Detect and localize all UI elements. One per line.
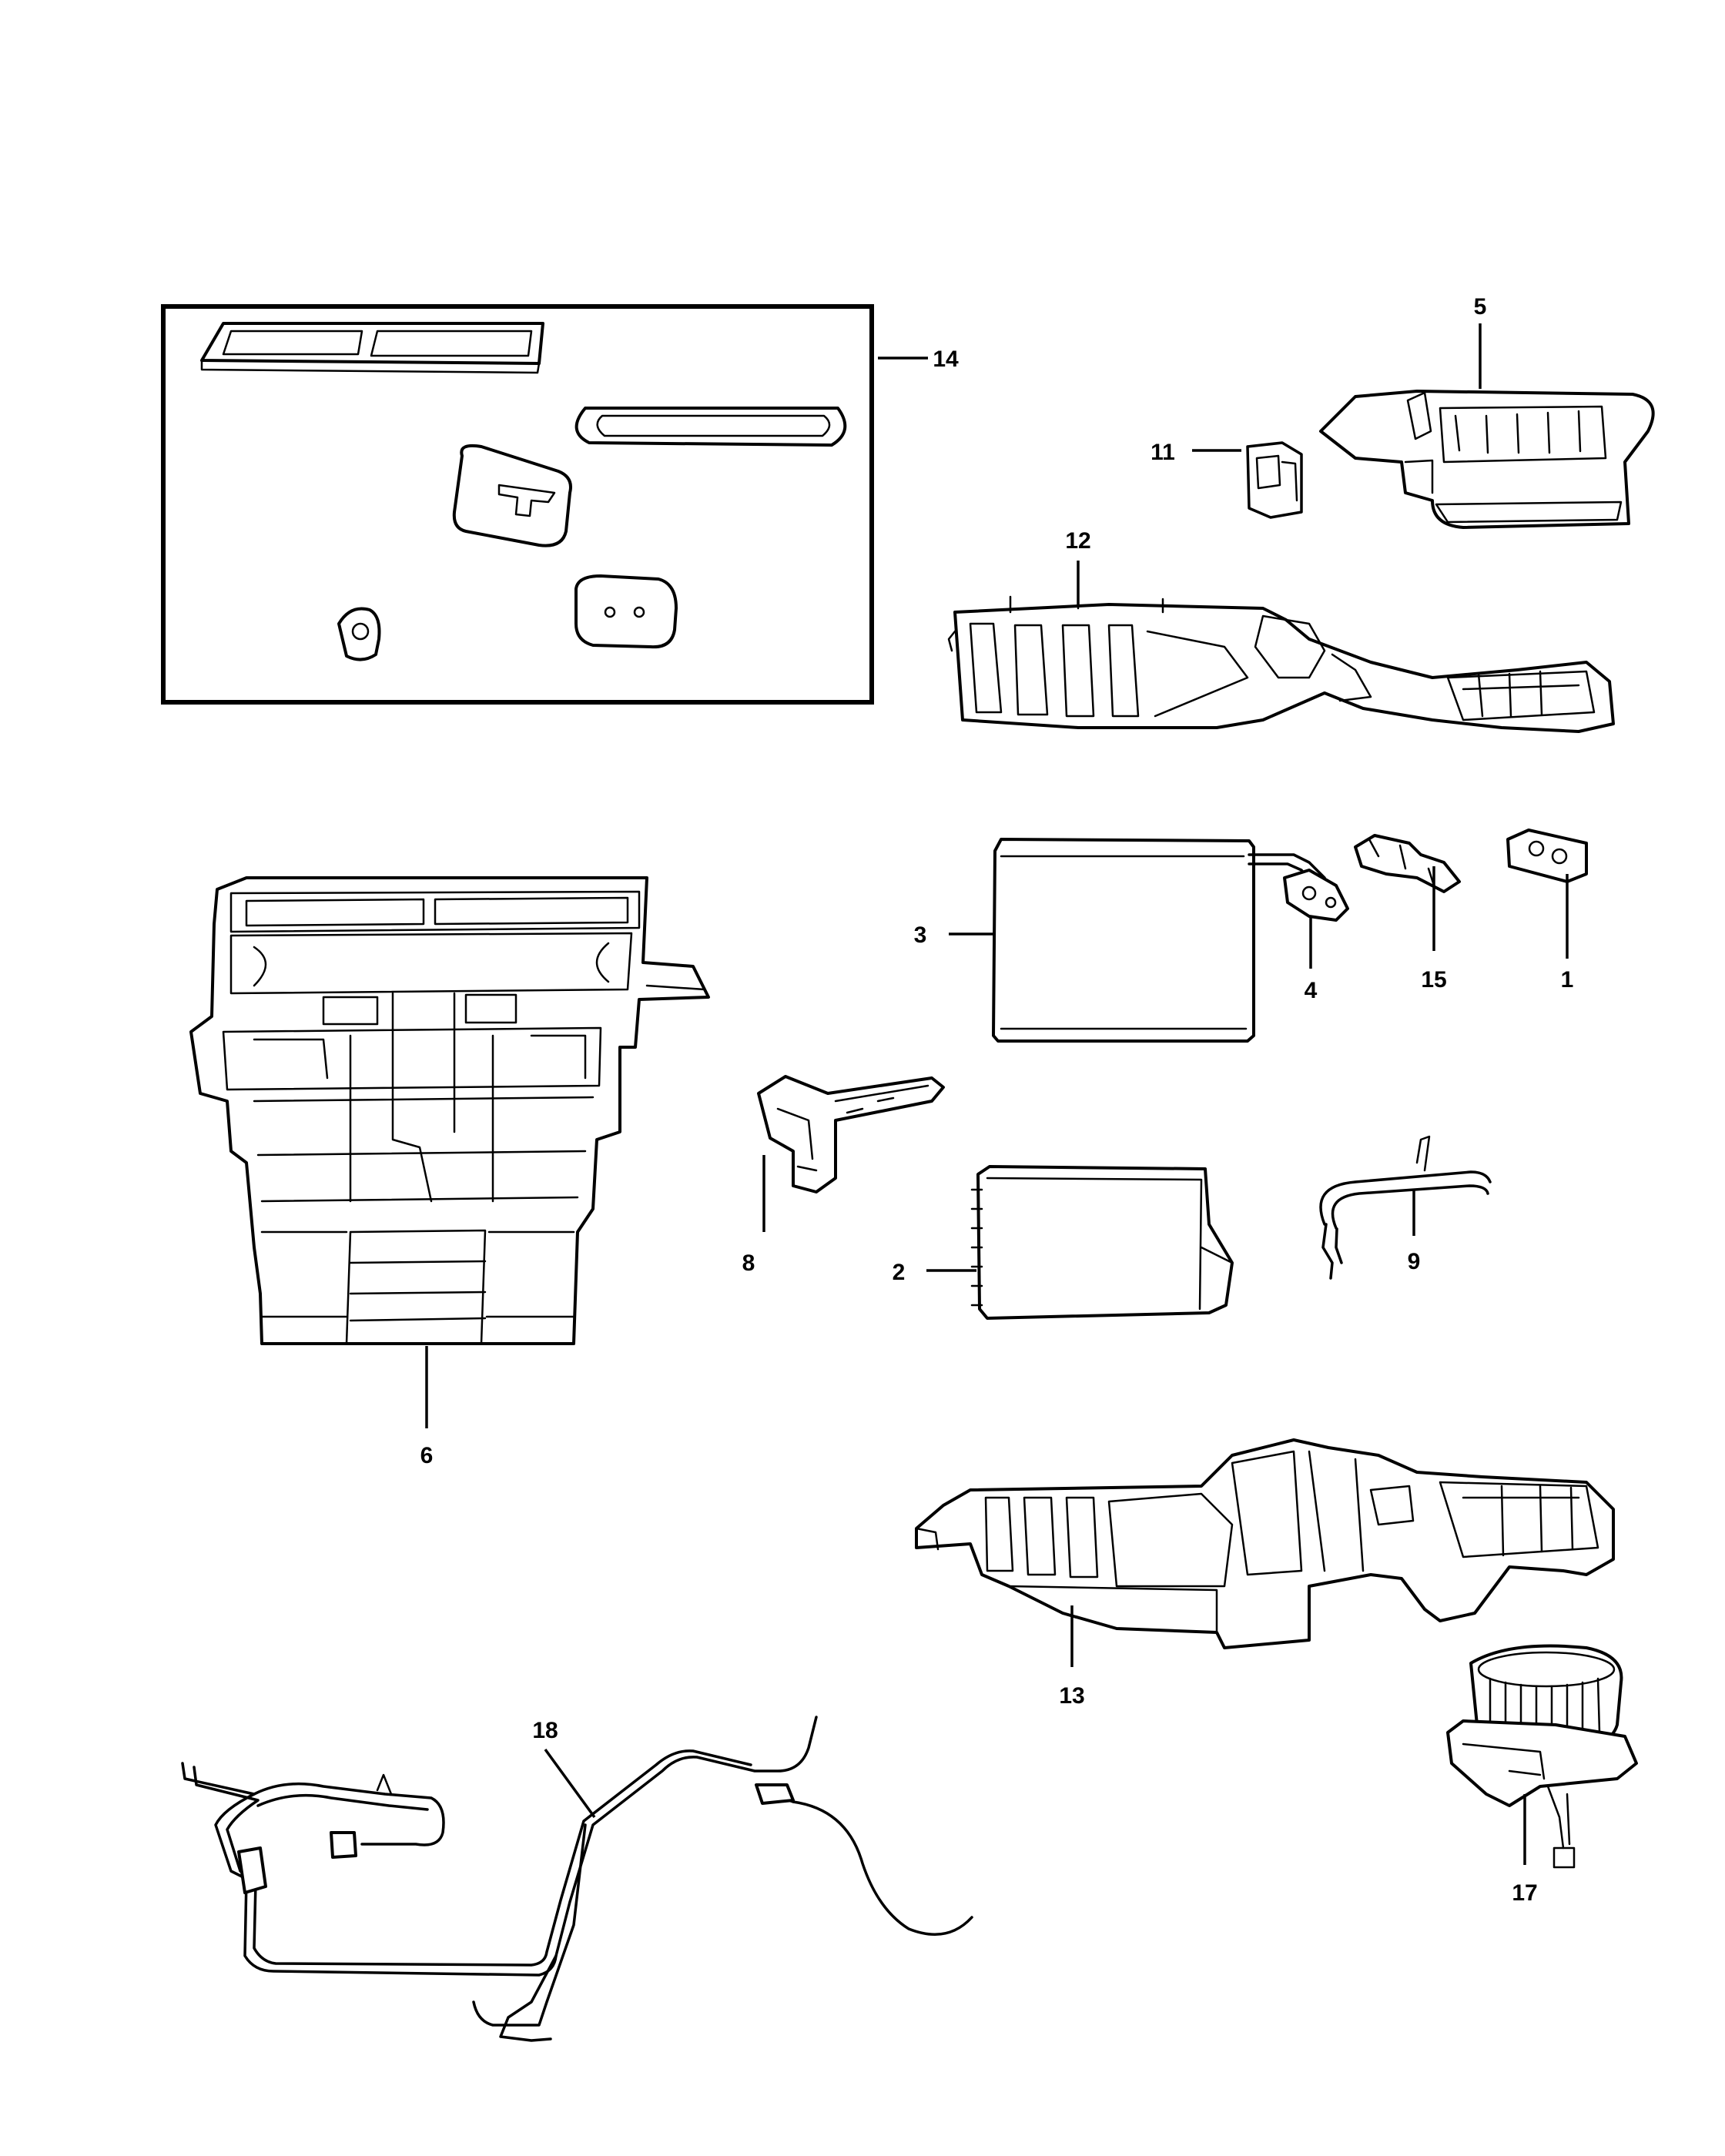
callout-3: 3 bbox=[914, 922, 927, 948]
callout-12: 12 bbox=[1065, 528, 1090, 554]
part-14-seal-kit: 14 bbox=[161, 304, 959, 705]
callout-4: 4 bbox=[1305, 978, 1318, 1003]
seal-oval-ring bbox=[574, 407, 847, 447]
seal-small-grommet bbox=[337, 607, 381, 661]
seal-two-hole-pad bbox=[574, 574, 678, 649]
part-8-temperature-sensor: 8 bbox=[742, 1075, 945, 1276]
part-1-valve-block: 1 bbox=[1506, 829, 1588, 993]
callout-8: 8 bbox=[742, 1250, 755, 1276]
callout-15: 15 bbox=[1421, 967, 1446, 993]
callout-14: 14 bbox=[933, 346, 959, 372]
part-12-lower-housing: 12 bbox=[947, 528, 1615, 733]
part-4-expansion-valve: 4 bbox=[1283, 869, 1349, 1003]
callout-6: 6 bbox=[420, 1443, 434, 1468]
part-9-tube: 9 bbox=[1319, 1135, 1492, 1280]
callout-5: 5 bbox=[1474, 294, 1487, 320]
part-17-blower-motor: 17 bbox=[1446, 1644, 1638, 1906]
part-6-hvac-housing: 6 bbox=[189, 876, 710, 1468]
part-18-wiring-harness: 18 bbox=[181, 1716, 973, 2042]
part-15-bracket: 15 bbox=[1354, 834, 1461, 993]
callout-13: 13 bbox=[1059, 1683, 1084, 1709]
seal-slotted-pad bbox=[452, 444, 572, 547]
callout-11: 11 bbox=[1151, 440, 1175, 465]
callout-1: 1 bbox=[1561, 967, 1574, 993]
callout-9: 9 bbox=[1408, 1249, 1421, 1274]
part-11-actuator: 11 bbox=[1151, 440, 1303, 519]
kit-box bbox=[161, 304, 874, 705]
part-13-blower-housing: 13 bbox=[915, 1438, 1615, 1709]
part-2-heater-core: 2 bbox=[893, 1165, 1234, 1320]
callout-2: 2 bbox=[893, 1260, 906, 1285]
part-3-evaporator: 3 bbox=[914, 838, 1326, 1043]
callout-18: 18 bbox=[532, 1718, 558, 1743]
callout-17: 17 bbox=[1512, 1880, 1537, 1906]
seal-rectangular-frame bbox=[200, 322, 544, 374]
part-5-housing: 5 bbox=[1319, 294, 1655, 529]
